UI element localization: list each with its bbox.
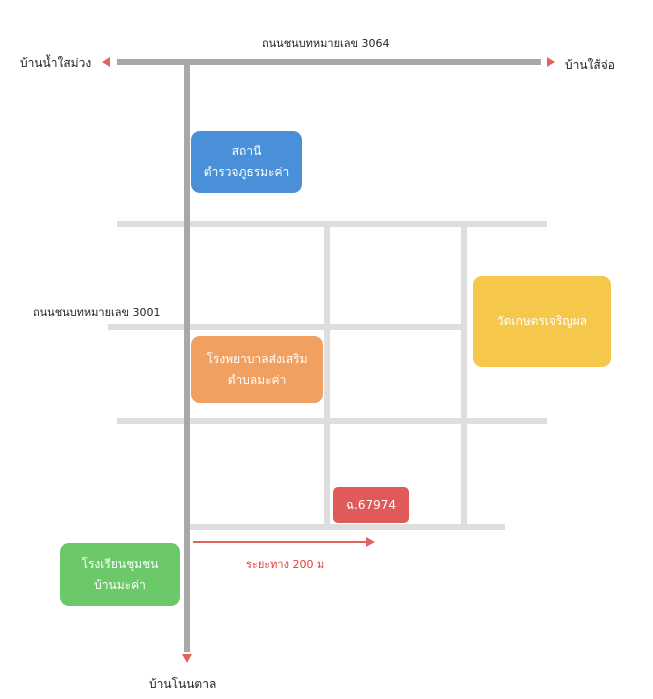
highway-3064 [117,59,541,65]
land-plot-label: ฉ.67974 [345,497,397,512]
main-vertical-road [184,62,190,652]
school-line2: บ้านมะค่า [94,577,146,592]
police-station-line1: สถานี [231,144,262,158]
highway-3064-label: ถนนชนบทหมายเลข 3064 [262,37,390,50]
east-arrow-icon [547,57,555,67]
distance-label: ระยะทาง 200 ม [246,558,325,571]
minor-road-h4 [188,524,505,530]
west-destination-label: บ้านน้ำใสม่วง [20,56,92,70]
south-destination-label: บ้านโนนตาล [149,677,217,691]
land-plot-box[interactable]: ฉ.67974 [333,487,409,523]
minor-road-v1 [324,221,330,530]
police-station-line2: ตำรวจภูธรมะค่า [203,165,290,179]
hospital-line2: ตำบลมะค่า [227,372,287,387]
school-box[interactable]: โรงเรียนชุมชน บ้านมะค่า [60,543,180,606]
hospital-box[interactable]: โรงพยาบาลส่งเสริม ตำบลมะค่า [191,336,323,403]
minor-road-v2 [461,221,467,530]
minor-road-h2 [108,324,465,330]
hospital-line1: โรงพยาบาลส่งเสริม [206,351,308,366]
school-line1: โรงเรียนชุมชน [81,556,159,571]
police-station-box[interactable]: สถานี ตำรวจภูธรมะค่า [191,131,302,193]
distance-arrow-icon [366,537,375,547]
south-arrow-icon [182,654,192,663]
temple-box[interactable]: วัดเกษตรเจริญผล [473,276,611,367]
west-arrow-icon [102,57,110,67]
minor-road-h1 [117,221,547,227]
east-destination-label: บ้านใส้จ่อ [565,58,615,72]
minor-road-h3 [117,418,547,424]
road-3001-label: ถนนชนบทหมายเลข 3001 [33,306,161,319]
temple-label: วัดเกษตรเจริญผล [496,314,588,328]
